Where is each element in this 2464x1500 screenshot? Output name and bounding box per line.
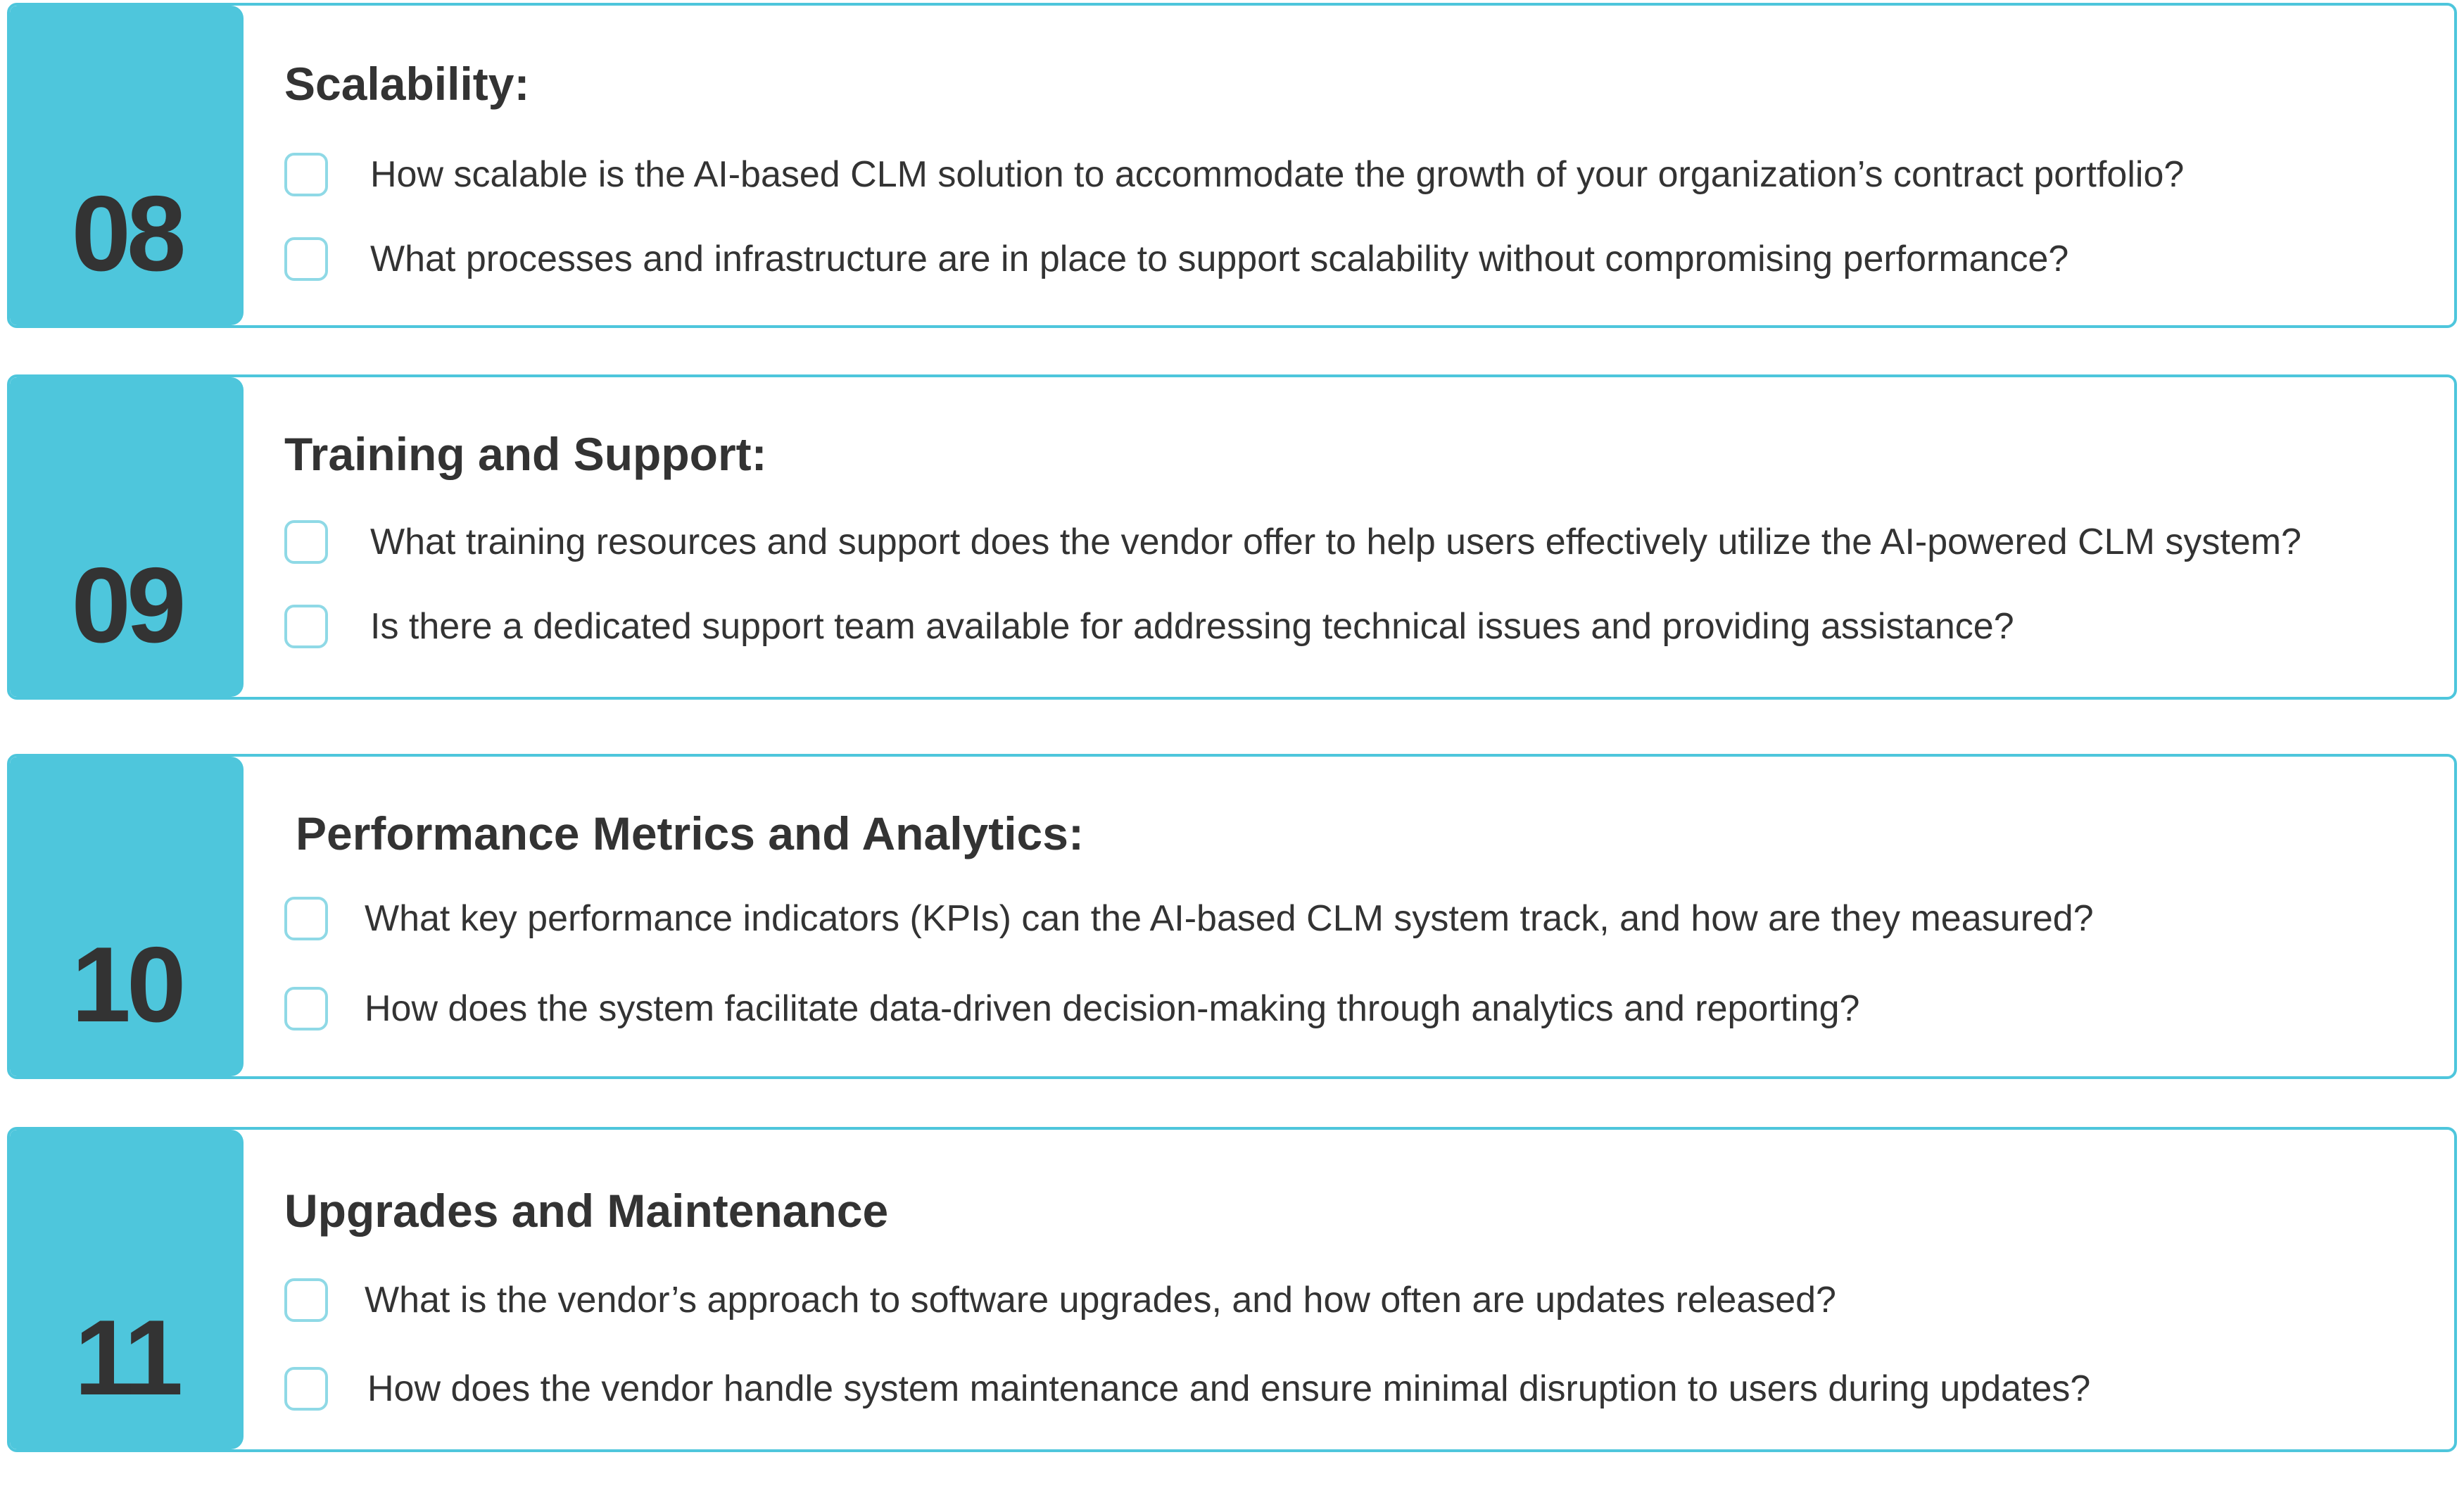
section-number-block: 11 (10, 1130, 244, 1449)
section-number-block: 08 (10, 6, 244, 325)
checklist-item-text: What key performance indicators (KPIs) c… (365, 898, 2094, 939)
checklist-item-text: Is there a dedicated support team availa… (370, 606, 2014, 647)
checklist-item-text: What processes and infrastructure are in… (370, 239, 2069, 279)
checkbox[interactable] (284, 1278, 328, 1322)
checkbox[interactable] (284, 897, 328, 940)
checklist-item-text: What training resources and support does… (370, 522, 2301, 562)
section-number: 08 (71, 174, 186, 294)
section-09: 09 Training and Support: What training r… (7, 374, 2457, 700)
checkbox[interactable] (284, 237, 328, 281)
section-number: 09 (71, 546, 186, 665)
checklist-item: What processes and infrastructure are in… (284, 232, 2068, 286)
checklist-item-text: How does the vendor handle system mainte… (367, 1368, 2091, 1409)
section-10: 10 Performance Metrics and Analytics: Wh… (7, 754, 2457, 1079)
checkbox[interactable] (284, 987, 328, 1031)
checkbox[interactable] (284, 605, 328, 648)
section-title: Scalability: (284, 58, 530, 110)
section-number: 10 (71, 925, 186, 1045)
checkbox[interactable] (284, 1367, 328, 1411)
checklist-item: Is there a dedicated support team availa… (284, 600, 2014, 653)
checkbox[interactable] (284, 153, 328, 196)
checklist-item: How does the vendor handle system mainte… (284, 1362, 2090, 1416)
checklist-item: How scalable is the AI-based CLM solutio… (284, 148, 2184, 201)
section-number: 11 (74, 1298, 184, 1418)
checklist-item: What key performance indicators (KPIs) c… (284, 892, 2094, 945)
section-title: Performance Metrics and Analytics: (296, 807, 1084, 859)
checklist-item-text: What is the vendor’s approach to softwar… (365, 1280, 1836, 1321)
section-08: 08 Scalability: How scalable is the AI-b… (7, 3, 2457, 328)
checkbox[interactable] (284, 520, 328, 564)
checklist-item: What is the vendor’s approach to softwar… (284, 1273, 1836, 1327)
section-title: Training and Support: (284, 428, 767, 480)
section-11: 11 Upgrades and Maintenance What is the … (7, 1127, 2457, 1452)
checklist-item: How does the system facilitate data-driv… (284, 982, 1859, 1035)
checklist-item-text: How scalable is the AI-based CLM solutio… (370, 154, 2185, 195)
section-number-block: 09 (10, 377, 244, 697)
section-title: Upgrades and Maintenance (284, 1185, 889, 1237)
checklist-item: What training resources and support does… (284, 515, 2301, 569)
checklist-item-text: How does the system facilitate data-driv… (365, 988, 1860, 1029)
section-number-block: 10 (10, 757, 244, 1076)
